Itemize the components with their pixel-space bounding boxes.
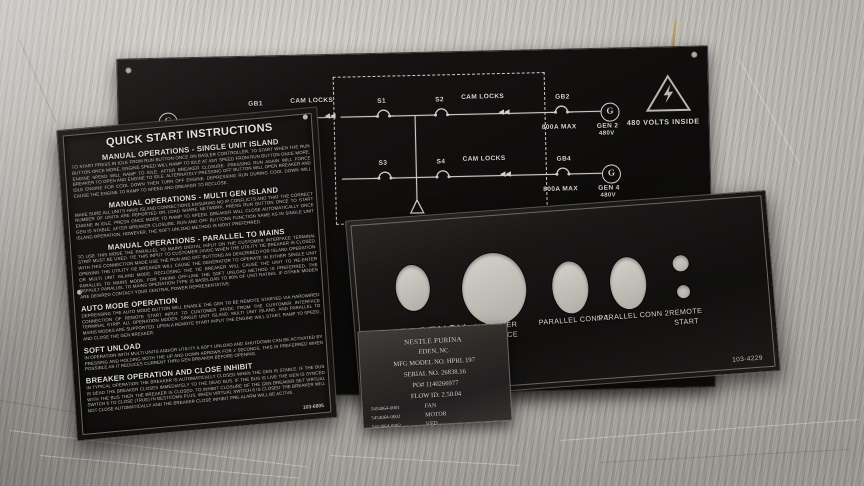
gen2-symbol: G (600, 102, 620, 122)
s3-switch-symbol (373, 171, 396, 180)
s4-label: S4 (436, 158, 446, 166)
s3-label: S3 (378, 159, 388, 167)
gb2-breaker-symbol (550, 105, 573, 114)
s1-label: S1 (377, 97, 387, 105)
gb2-rating: 800A MAX (541, 123, 577, 132)
equipment-desc-0: FAN (424, 402, 437, 410)
equipment-tag-0: 5454064-0001 (370, 406, 401, 413)
cam-locks-label-bottom: CAM LOCKS (462, 154, 506, 163)
equipment-tag-1: 5454064-0002 (371, 414, 401, 422)
gb2-label: GB2 (555, 93, 570, 101)
high-voltage-triangle-icon (645, 74, 692, 112)
gb4-breaker-symbol (551, 167, 574, 176)
cam-lock-arrow-icon: ◂◂ (498, 105, 510, 119)
gen4-name: GEN 4 (598, 184, 620, 192)
s4-switch-symbol (431, 170, 454, 179)
quickstart-text-body: QUICK START INSTRUCTIONS MANUAL OPERATIO… (70, 118, 326, 414)
equipment-desc-2: VFD (425, 420, 438, 428)
quick-start-instructions-placard[interactable]: QUICK START INSTRUCTIONS MANUAL OPERATIO… (56, 106, 338, 442)
equipment-desc-1: MOTOR (425, 411, 447, 419)
wire-gb2-gen2 (572, 110, 601, 113)
s2-label: S2 (435, 96, 445, 104)
gb4-rating: 800A MAX (543, 185, 579, 194)
gb1-label: GB1 (248, 100, 263, 108)
cam-lock-arrow-icon: ◂◂ (499, 167, 512, 181)
gen2-voltage: 480V (598, 130, 615, 137)
s2-switch-symbol (430, 108, 453, 117)
cam-locks-label-top-right: CAM LOCKS (461, 92, 505, 101)
load-arrow-icon (409, 198, 425, 214)
cam-locks-label-left: CAM LOCKS (290, 96, 334, 105)
gen4-voltage: 480V (600, 192, 617, 199)
s1-switch-symbol (372, 109, 395, 118)
gen2-name: GEN 2 (596, 122, 619, 130)
wire-gb4-gen4 (573, 172, 602, 175)
equipment-nameplate[interactable]: NESTLE PURINA EDEN, NC MFG MODEL NO. HPR… (357, 322, 513, 431)
gen4-symbol: G (601, 164, 622, 184)
gb4-label: GB4 (556, 155, 572, 163)
enclosure-boundary (332, 72, 548, 225)
voltage-warning-label: 480 VOLTS INSIDE (626, 116, 700, 128)
